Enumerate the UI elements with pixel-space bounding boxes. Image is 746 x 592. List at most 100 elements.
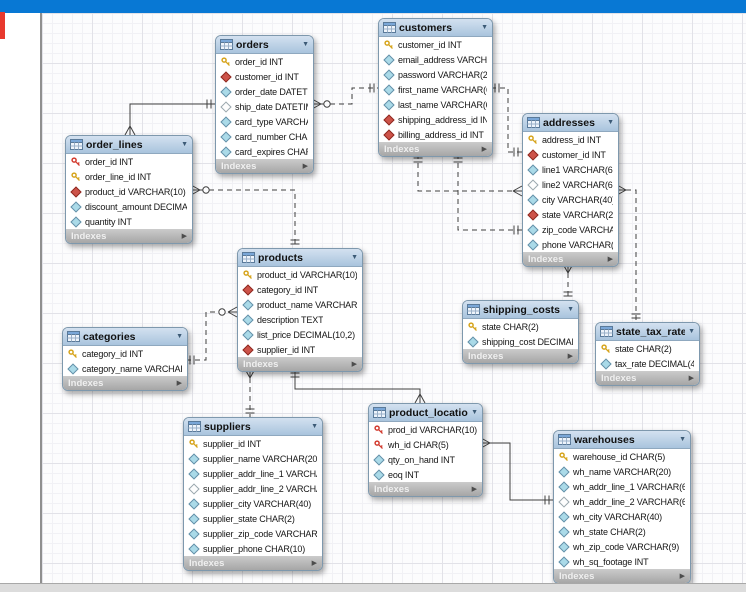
- expand-arrow-icon[interactable]: ▶: [181, 232, 187, 240]
- collapse-arrow-icon[interactable]: ▼: [567, 306, 574, 313]
- collapse-arrow-icon[interactable]: ▼: [471, 409, 478, 416]
- column-wh_addr_line_2[interactable]: wh_addr_line_2 VARCHAR(60): [554, 494, 690, 509]
- collapse-arrow-icon[interactable]: ▼: [607, 119, 614, 126]
- table-header[interactable]: product_locations▼: [369, 404, 482, 422]
- expand-arrow-icon[interactable]: ▶: [567, 352, 573, 360]
- expand-arrow-icon[interactable]: ▶: [471, 485, 477, 493]
- column-order_date[interactable]: order_date DATETIME: [216, 84, 313, 99]
- table-header[interactable]: orders▼: [216, 36, 313, 54]
- expand-arrow-icon[interactable]: ▶: [688, 374, 694, 382]
- expand-arrow-icon[interactable]: ▶: [302, 162, 308, 170]
- indexes-footer[interactable]: Indexes▶: [63, 376, 187, 390]
- column-supplier_name[interactable]: supplier_name VARCHAR(20): [184, 451, 322, 466]
- table-header[interactable]: categories▼: [63, 328, 187, 346]
- column-state[interactable]: state CHAR(2): [596, 341, 699, 356]
- table-header[interactable]: customers▼: [379, 19, 492, 37]
- column-phone[interactable]: phone VARCHAR(12): [523, 237, 618, 252]
- indexes-footer[interactable]: Indexes▶: [463, 349, 578, 363]
- column-order_line_id[interactable]: order_line_id INT: [66, 169, 192, 184]
- column-prod_id[interactable]: prod_id VARCHAR(10): [369, 422, 482, 437]
- collapse-arrow-icon[interactable]: ▼: [688, 328, 695, 335]
- column-product_id[interactable]: product_id VARCHAR(10): [238, 267, 362, 282]
- column-customer_id[interactable]: customer_id INT: [379, 37, 492, 52]
- column-wh_city[interactable]: wh_city VARCHAR(40): [554, 509, 690, 524]
- collapse-arrow-icon[interactable]: ▼: [176, 333, 183, 340]
- column-password[interactable]: password VARCHAR(255): [379, 67, 492, 82]
- expand-arrow-icon[interactable]: ▶: [679, 572, 685, 580]
- column-first_name[interactable]: first_name VARCHAR(60): [379, 82, 492, 97]
- table-header[interactable]: shipping_costs▼: [463, 301, 578, 319]
- column-address_id[interactable]: address_id INT: [523, 132, 618, 147]
- column-customer_id[interactable]: customer_id INT: [216, 69, 313, 84]
- column-shipping_cost[interactable]: shipping_cost DECIMAL(8,2): [463, 334, 578, 349]
- indexes-footer[interactable]: Indexes▶: [379, 142, 492, 156]
- indexes-footer[interactable]: Indexes▶: [66, 229, 192, 243]
- column-discount_amount[interactable]: discount_amount DECIMAL(6,2): [66, 199, 192, 214]
- column-quantity[interactable]: quantity INT: [66, 214, 192, 229]
- column-ship_date[interactable]: ship_date DATETIME: [216, 99, 313, 114]
- indexes-footer[interactable]: Indexes▶: [554, 569, 690, 583]
- column-line2[interactable]: line2 VARCHAR(60): [523, 177, 618, 192]
- table-header[interactable]: order_lines▼: [66, 136, 192, 154]
- table-products[interactable]: products▼product_id VARCHAR(10)category_…: [237, 248, 363, 372]
- column-card_type[interactable]: card_type VARCHAR(50): [216, 114, 313, 129]
- column-wh_state[interactable]: wh_state CHAR(2): [554, 524, 690, 539]
- column-product_id[interactable]: product_id VARCHAR(10): [66, 184, 192, 199]
- column-tax_rate[interactable]: tax_rate DECIMAL(4,2): [596, 356, 699, 371]
- expand-arrow-icon[interactable]: ▶: [351, 360, 357, 368]
- collapse-arrow-icon[interactable]: ▼: [181, 141, 188, 148]
- table-header[interactable]: addresses▼: [523, 114, 618, 132]
- column-line1[interactable]: line1 VARCHAR(60): [523, 162, 618, 177]
- column-supplier_state[interactable]: supplier_state CHAR(2): [184, 511, 322, 526]
- column-order_id[interactable]: order_id INT: [66, 154, 192, 169]
- table-shipping_costs[interactable]: shipping_costs▼state CHAR(2)shipping_cos…: [462, 300, 579, 364]
- column-wh_zip_code[interactable]: wh_zip_code VARCHAR(9): [554, 539, 690, 554]
- column-email_address[interactable]: email_address VARCHAR(255): [379, 52, 492, 67]
- collapse-arrow-icon[interactable]: ▼: [302, 41, 309, 48]
- column-card_number[interactable]: card_number CHAR(16): [216, 129, 313, 144]
- collapse-arrow-icon[interactable]: ▼: [311, 423, 318, 430]
- expand-arrow-icon[interactable]: ▶: [481, 145, 487, 153]
- indexes-footer[interactable]: Indexes▶: [184, 556, 322, 570]
- table-state_tax_rates[interactable]: state_tax_rates▼state CHAR(2)tax_rate DE…: [595, 322, 700, 386]
- column-city[interactable]: city VARCHAR(40): [523, 192, 618, 207]
- collapse-arrow-icon[interactable]: ▼: [679, 436, 686, 443]
- column-zip_code[interactable]: zip_code VARCHAR(10): [523, 222, 618, 237]
- column-list_price[interactable]: list_price DECIMAL(10,2): [238, 327, 362, 342]
- indexes-footer[interactable]: Indexes▶: [596, 371, 699, 385]
- column-customer_id[interactable]: customer_id INT: [523, 147, 618, 162]
- column-order_id[interactable]: order_id INT: [216, 54, 313, 69]
- column-supplier_addr_line_2[interactable]: supplier_addr_line_2 VARCHAR(60): [184, 481, 322, 496]
- column-supplier_id[interactable]: supplier_id INT: [184, 436, 322, 451]
- column-warehouse_id[interactable]: warehouse_id CHAR(5): [554, 449, 690, 464]
- column-qty_on_hand[interactable]: qty_on_hand INT: [369, 452, 482, 467]
- column-state[interactable]: state VARCHAR(2): [523, 207, 618, 222]
- column-billing_address_id[interactable]: billing_address_id INT: [379, 127, 492, 142]
- table-header[interactable]: warehouses▼: [554, 431, 690, 449]
- column-wh_sq_footage[interactable]: wh_sq_footage INT: [554, 554, 690, 569]
- table-warehouses[interactable]: warehouses▼warehouse_id CHAR(5)wh_name V…: [553, 430, 691, 584]
- indexes-footer[interactable]: Indexes▶: [216, 159, 313, 173]
- column-wh_id[interactable]: wh_id CHAR(5): [369, 437, 482, 452]
- column-state[interactable]: state CHAR(2): [463, 319, 578, 334]
- column-description[interactable]: description TEXT: [238, 312, 362, 327]
- table-header[interactable]: state_tax_rates▼: [596, 323, 699, 341]
- column-shipping_address_id[interactable]: shipping_address_id INT: [379, 112, 492, 127]
- indexes-footer[interactable]: Indexes▶: [369, 482, 482, 496]
- collapse-arrow-icon[interactable]: ▼: [481, 24, 488, 31]
- column-card_expires[interactable]: card_expires CHAR(7): [216, 144, 313, 159]
- column-supplier_phone[interactable]: supplier_phone CHAR(10): [184, 541, 322, 556]
- column-category_id[interactable]: category_id INT: [63, 346, 187, 361]
- indexes-footer[interactable]: Indexes▶: [238, 357, 362, 371]
- horizontal-scrollbar[interactable]: [0, 583, 746, 592]
- expand-arrow-icon[interactable]: ▶: [607, 255, 613, 263]
- column-last_name[interactable]: last_name VARCHAR(60): [379, 97, 492, 112]
- table-header[interactable]: products▼: [238, 249, 362, 267]
